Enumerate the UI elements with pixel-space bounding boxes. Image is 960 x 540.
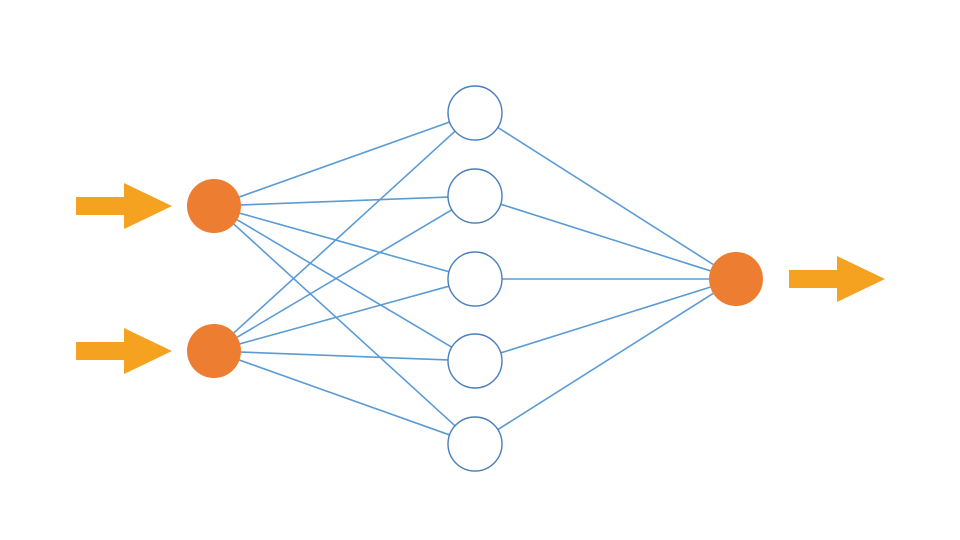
input-node-1 xyxy=(187,179,241,233)
output-arrow-1-icon xyxy=(789,256,885,302)
hidden-node-2 xyxy=(447,168,503,224)
edge-hidden-1-to-output-1 xyxy=(497,126,714,266)
input-node-2 xyxy=(187,324,241,378)
hidden-node-1 xyxy=(447,85,503,141)
input-arrow-2-icon xyxy=(76,328,172,374)
edge-input-2-to-hidden-5 xyxy=(239,359,450,436)
io-arrows xyxy=(76,183,885,374)
edge-input-2-to-hidden-2 xyxy=(236,209,453,338)
nodes xyxy=(187,85,763,472)
edge-input-2-to-hidden-1 xyxy=(233,130,456,334)
edge-input-1-to-hidden-4 xyxy=(236,219,453,348)
connections xyxy=(233,121,714,436)
edge-input-2-to-hidden-3 xyxy=(239,285,450,345)
output-node-1 xyxy=(709,252,763,306)
edge-hidden-5-to-output-1 xyxy=(497,292,714,431)
edge-hidden-4-to-output-1 xyxy=(500,286,711,354)
hidden-node-3 xyxy=(447,251,503,307)
edge-hidden-2-to-output-1 xyxy=(500,203,711,272)
edge-input-2-to-hidden-4 xyxy=(240,351,449,361)
hidden-node-4 xyxy=(447,333,503,389)
input-arrow-1-icon xyxy=(76,183,172,229)
hidden-node-5 xyxy=(447,416,503,472)
edge-input-1-to-hidden-1 xyxy=(239,121,450,198)
edge-input-1-to-hidden-2 xyxy=(240,196,449,206)
edge-input-1-to-hidden-3 xyxy=(239,212,450,273)
edge-input-1-to-hidden-5 xyxy=(233,223,456,427)
